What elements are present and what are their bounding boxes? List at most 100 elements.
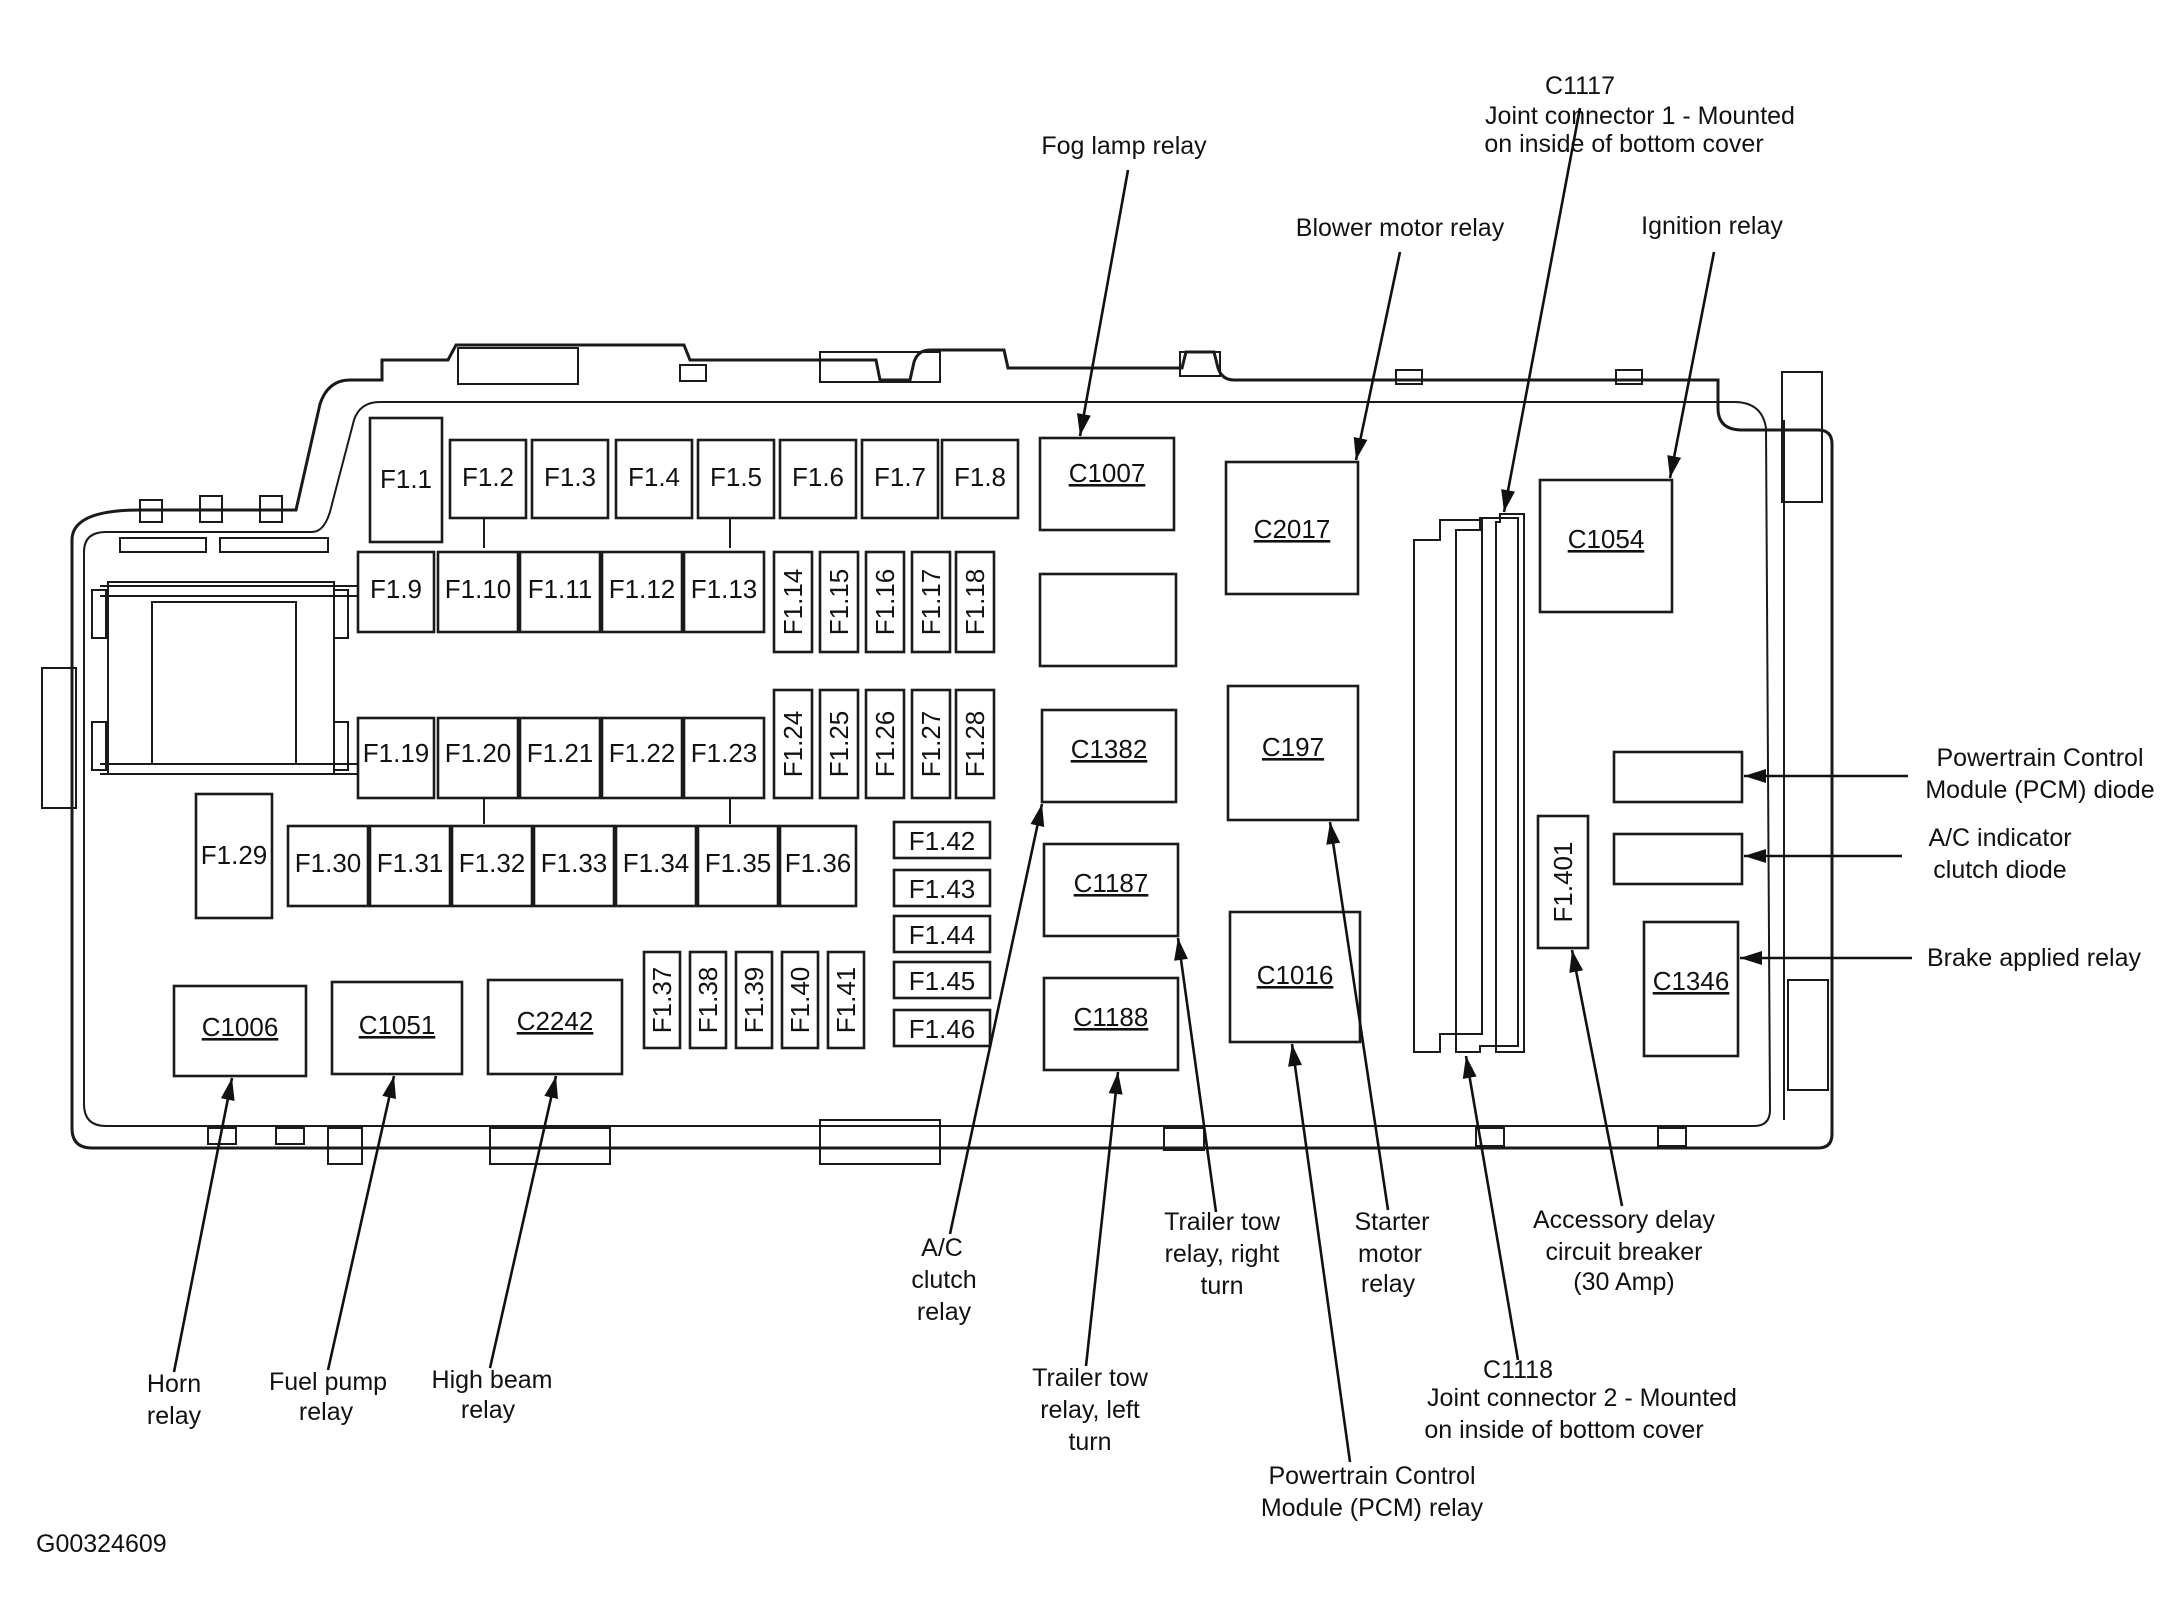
fuse-label: F1.19 bbox=[363, 738, 430, 768]
fuse-label: F1.10 bbox=[445, 574, 512, 604]
trailer-tow-right-label-2: relay, right bbox=[1165, 1240, 1280, 1268]
fuse-label: F1.27 bbox=[916, 711, 946, 778]
blower-leader bbox=[1354, 251, 1402, 461]
fuse bbox=[368, 416, 444, 544]
fuse-label: F1.1 bbox=[380, 464, 432, 494]
trailer-tow-left-label-3: turn bbox=[1068, 1428, 1111, 1456]
relay-label: C2242 bbox=[517, 1006, 594, 1036]
relay-label: C1187 bbox=[1074, 868, 1149, 898]
c1118-leader bbox=[1464, 1055, 1520, 1361]
fuse-label: F1.24 bbox=[778, 711, 808, 778]
relay-label: C1007 bbox=[1069, 458, 1146, 488]
c1118-leader-arrowhead bbox=[1462, 1056, 1477, 1079]
accessory-leader-arrowhead bbox=[1569, 950, 1584, 973]
fuse-row-2: F1.9 F1.10 F1.11 F1.12 F1.13 F1.14 F1.15… bbox=[356, 550, 996, 654]
c1117-label-line2: on inside of bottom cover bbox=[1484, 130, 1763, 158]
relay-label: C2017 bbox=[1254, 514, 1331, 544]
pcm-diode-label-1: Powertrain Control bbox=[1936, 744, 2143, 772]
figure-id: G00324609 bbox=[36, 1530, 167, 1558]
fuse-label: F1.14 bbox=[778, 569, 808, 636]
relay-label: C1016 bbox=[1257, 960, 1334, 990]
ac-clutch-relay-label-2: clutch bbox=[911, 1266, 976, 1294]
fuse-label: F1.13 bbox=[691, 574, 758, 604]
starter-leader bbox=[1328, 821, 1390, 1211]
fuse-label: F1.4 bbox=[628, 462, 680, 492]
accessory-delay-label-2: circuit breaker bbox=[1546, 1238, 1703, 1266]
fuse-label: F1.37 bbox=[647, 967, 677, 1034]
fuse-label: F1.401 bbox=[1548, 842, 1578, 923]
ac-indicator-label-1: A/C indicator bbox=[1928, 824, 2071, 852]
starter-motor-relay-label-3: relay bbox=[1361, 1270, 1416, 1298]
fuse-row-3: F1.19 F1.20 F1.21 F1.22 F1.23 F1.24 F1.2… bbox=[356, 688, 996, 824]
fuse-row-4: F1.29 F1.30 F1.31 F1.32 F1.33 F1.34 F1.3… bbox=[194, 792, 858, 920]
fuse-label: F1.38 bbox=[693, 967, 723, 1034]
ac-clutch-relay-label-1: A/C bbox=[921, 1234, 963, 1262]
pcm-diode-label-2: Module (PCM) diode bbox=[1925, 776, 2154, 804]
fuse-label: F1.30 bbox=[295, 848, 362, 878]
blower-motor-relay-label: Blower motor relay bbox=[1296, 214, 1505, 242]
accessory-leader bbox=[1570, 949, 1624, 1207]
horn-relay-label-2: relay bbox=[147, 1402, 202, 1430]
fuse-label: F1.45 bbox=[909, 966, 976, 996]
trailer-left-leader-arrowhead bbox=[1108, 1072, 1123, 1095]
callout-labels: C1117 Joint connector 1 - Mounted on ins… bbox=[36, 72, 2155, 1558]
fuse-label: F1.7 bbox=[874, 462, 926, 492]
fuel-pump-relay-label-1: Fuel pump bbox=[269, 1368, 387, 1396]
horn-leader-arrowhead bbox=[220, 1078, 235, 1101]
ignition-leader-arrowhead bbox=[1667, 455, 1682, 478]
c1117-label-line1: Joint connector 1 - Mounted bbox=[1485, 102, 1795, 130]
trailer-tow-right-label-1: Trailer tow bbox=[1164, 1208, 1281, 1236]
fuse-label: F1.20 bbox=[445, 738, 512, 768]
fuse-label: F1.34 bbox=[623, 848, 690, 878]
trailer-right-leader bbox=[1176, 937, 1218, 1213]
fuse-label: F1.22 bbox=[609, 738, 676, 768]
ignition-relay-label: Ignition relay bbox=[1641, 212, 1783, 240]
ac-clutch-leader bbox=[948, 803, 1044, 1235]
ac-clutch-leader-arrowhead bbox=[1030, 804, 1045, 827]
starter-motor-relay-label-2: motor bbox=[1358, 1240, 1422, 1268]
trailer-tow-left-label-2: relay, left bbox=[1040, 1396, 1140, 1424]
pcm-diode-slot bbox=[1612, 750, 1744, 804]
brake-applied-relay-label: Brake applied relay bbox=[1927, 944, 2142, 972]
fuse-group-mini-vertical: F1.37 F1.38 F1.39 F1.40 F1.41 bbox=[642, 950, 866, 1050]
fuse-label: F1.28 bbox=[960, 711, 990, 778]
ac-indicator-diode-slot bbox=[1612, 832, 1744, 886]
relay-label: C197 bbox=[1262, 732, 1324, 762]
trailer-tow-right-label-3: turn bbox=[1200, 1272, 1243, 1300]
starter-motor-relay-label-1: Starter bbox=[1354, 1208, 1429, 1236]
fuel-pump-relay-label-2: relay bbox=[299, 1398, 354, 1426]
relay-label: C1051 bbox=[359, 1010, 436, 1040]
ac-clutch-relay-label-3: relay bbox=[917, 1298, 972, 1326]
brake-leader-arrowhead bbox=[1740, 951, 1762, 965]
relay-c1016 bbox=[1228, 910, 1362, 1044]
c1118-label-line1: Joint connector 2 - Mounted bbox=[1427, 1384, 1737, 1412]
fuse-label: F1.43 bbox=[909, 874, 976, 904]
fuse-label: F1.46 bbox=[909, 1014, 976, 1044]
relay-label: C1054 bbox=[1568, 524, 1645, 554]
fuse-label: F1.15 bbox=[824, 569, 854, 636]
relay-c1188 bbox=[1042, 976, 1180, 1072]
fuse-box-housing bbox=[41, 343, 1834, 1165]
relay-c1346 bbox=[1642, 920, 1740, 1058]
fuse-label: F1.32 bbox=[459, 848, 526, 878]
relay-label: C1382 bbox=[1071, 734, 1148, 764]
high-beam-relay-label-1: High beam bbox=[432, 1366, 553, 1394]
relay-c1006 bbox=[172, 984, 308, 1078]
accessory-delay-label-1: Accessory delay bbox=[1533, 1206, 1716, 1234]
high-beam-leader bbox=[488, 1075, 558, 1369]
fuse-label: F1.25 bbox=[824, 711, 854, 778]
fuse-label: F1.12 bbox=[609, 574, 676, 604]
horn-relay-label-1: Horn bbox=[147, 1370, 201, 1398]
joint-connector-slots bbox=[1413, 513, 1525, 1053]
fuse-label: F1.11 bbox=[528, 574, 593, 604]
relay-c1382 bbox=[1040, 708, 1178, 804]
relay-label: C1006 bbox=[202, 1012, 279, 1042]
fuse-label: F1.2 bbox=[462, 462, 514, 492]
relay-label: C1346 bbox=[1653, 966, 1730, 996]
relay-c1187 bbox=[1042, 842, 1180, 938]
fuse-label: F1.8 bbox=[954, 462, 1006, 492]
fuse-label: F1.3 bbox=[544, 462, 596, 492]
fuse-label: F1.21 bbox=[527, 738, 594, 768]
fuse-label: F1.29 bbox=[201, 840, 268, 870]
